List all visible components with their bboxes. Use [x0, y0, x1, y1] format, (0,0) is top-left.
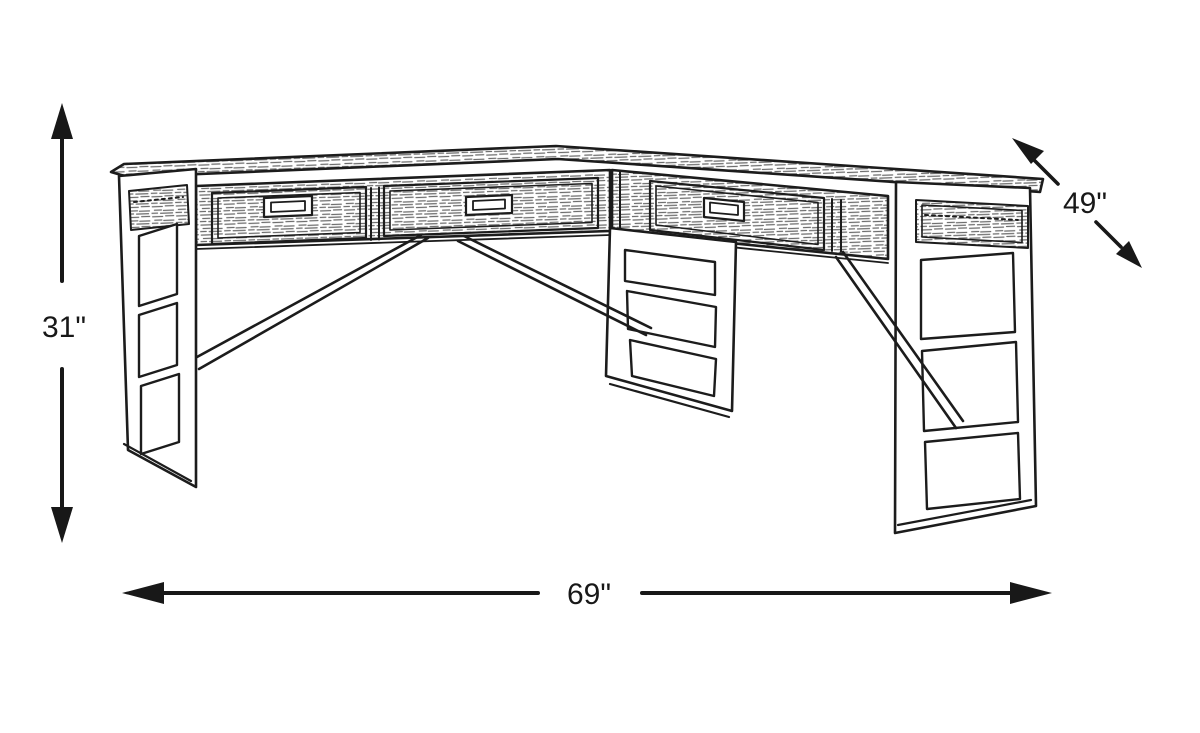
- arrowhead-left-icon: [122, 582, 164, 604]
- leg-apron-dashes: [924, 214, 1019, 221]
- corner-divider: [611, 169, 621, 233]
- leg-top-apron: [915, 199, 1029, 249]
- drawer-front: [648, 179, 826, 252]
- cross-brace-left: [195, 233, 430, 371]
- drawer-handle-inner: [709, 201, 739, 216]
- leg-foot-line: [896, 498, 1033, 527]
- drawer-front: [382, 176, 600, 238]
- arrowhead-down-right-icon: [1116, 241, 1142, 268]
- leg-foot-line: [608, 382, 731, 419]
- depth-dimension: 49": [1012, 138, 1142, 268]
- height-dimension-label: 31": [42, 311, 86, 344]
- cross-brace-right: [834, 250, 965, 430]
- left-leg: [117, 167, 198, 489]
- leg-panel-opening: [139, 372, 181, 456]
- cross-brace-center: [456, 234, 653, 337]
- front-apron-left: [194, 168, 612, 247]
- drawer-divider: [831, 198, 842, 253]
- arrowhead-up-left-icon: [1012, 138, 1044, 164]
- leg-panel-opening: [623, 248, 717, 297]
- leg-panel-opening: [923, 431, 1022, 511]
- drawer-front-inner: [655, 185, 819, 246]
- leg-top-apron: [128, 184, 190, 231]
- apron-underline: [195, 234, 611, 250]
- drawer-front-inner: [389, 182, 593, 231]
- leg-apron-inner: [921, 204, 1023, 244]
- width-dimension-label: 69": [567, 578, 611, 611]
- drawer-divider: [370, 186, 380, 241]
- arrowhead-up-icon: [51, 103, 73, 139]
- leg-panel-opening: [628, 338, 718, 398]
- center-leg: [604, 226, 738, 419]
- width-dimension: 69": [122, 578, 1052, 611]
- dimension-line: [1094, 220, 1123, 249]
- leg-foot-line: [122, 442, 193, 483]
- drawer-front-inner: [217, 191, 361, 239]
- right-leg: [893, 180, 1038, 535]
- depth-dimension-label: 49": [1063, 187, 1107, 220]
- left-wing-drawers: [194, 168, 612, 250]
- desk-drawing: [109, 144, 1045, 535]
- leg-panel-opening: [919, 251, 1017, 341]
- arrowhead-down-icon: [51, 507, 73, 543]
- support-braces: [195, 233, 965, 430]
- leg-panel-opening: [137, 222, 179, 308]
- desktop-front-lip: [127, 158, 1041, 193]
- leg-panel-opening: [920, 340, 1020, 433]
- arrowhead-right-icon: [1010, 582, 1052, 604]
- height-dimension: 31": [42, 103, 86, 543]
- leg-apron-dashes: [133, 196, 184, 203]
- leg-panel-opening: [137, 301, 179, 379]
- desktop: [109, 144, 1045, 194]
- dimension-line: [1031, 157, 1060, 186]
- drawer-handle-inner: [472, 198, 506, 211]
- drawer-front: [210, 185, 368, 246]
- drawer-handle-inner: [270, 200, 306, 213]
